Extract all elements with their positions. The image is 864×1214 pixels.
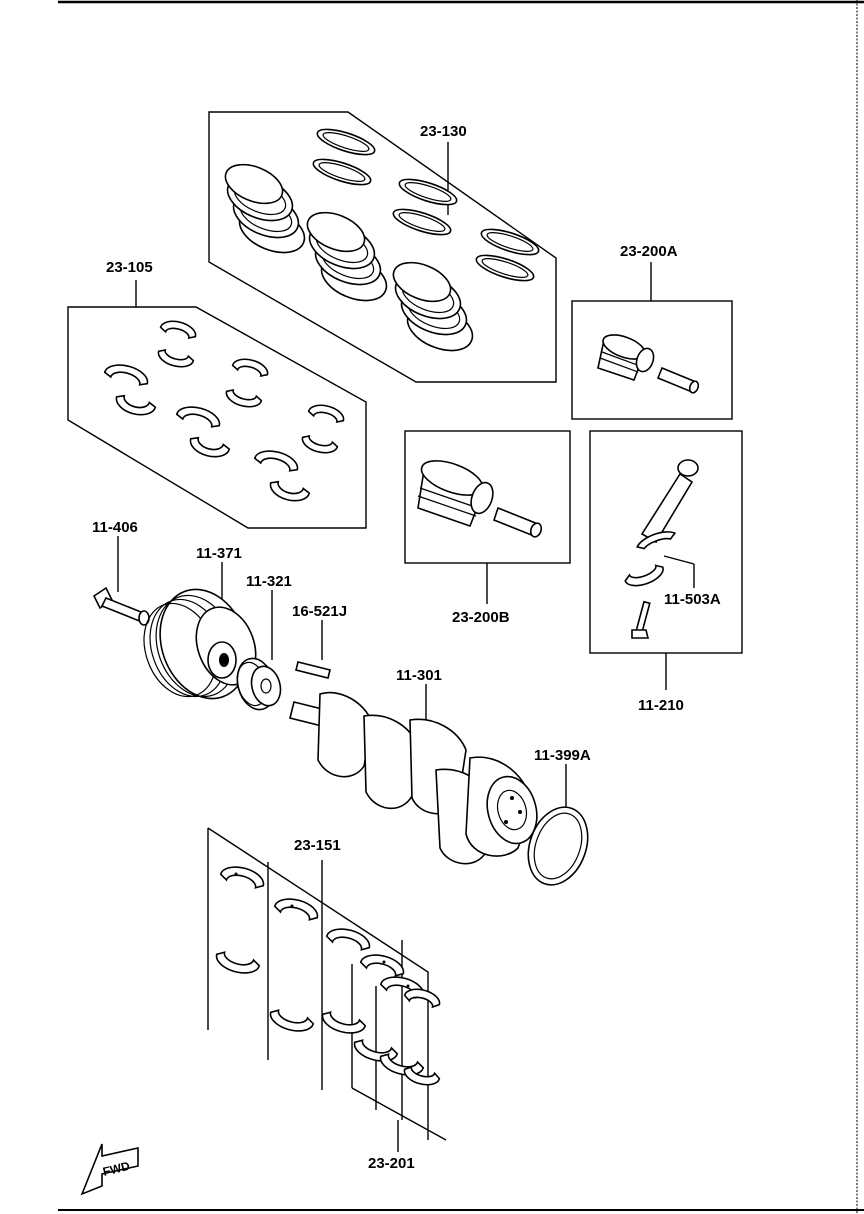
- crankshaft-group[interactable]: 11-301: [289, 667, 544, 865]
- label-rings[interactable]: 23-130: [420, 123, 467, 140]
- thrust-bearings-group[interactable]: 23-151: [207, 827, 447, 1141]
- label-pulley[interactable]: 11-371: [196, 545, 242, 562]
- label-oil-seal[interactable]: 11-399A: [534, 747, 591, 764]
- timing-sprocket-group[interactable]: 11-321: [232, 573, 292, 714]
- label-main-bearings[interactable]: 23-105: [106, 259, 153, 276]
- label-bolt[interactable]: 11-406: [92, 519, 138, 536]
- pulley-bolt-group[interactable]: 11-406: [92, 519, 150, 626]
- piston-a: [597, 334, 700, 394]
- label-sprocket[interactable]: 11-321: [246, 573, 292, 590]
- label-crankshaft[interactable]: 11-301: [396, 667, 442, 684]
- pulley-bolt: [92, 586, 150, 626]
- rear-oil-seal-group[interactable]: 11-399A: [518, 747, 598, 893]
- piston-b-group[interactable]: 23-200B: [404, 430, 571, 626]
- forward-direction-arrow: FWD: [80, 1143, 139, 1196]
- rear-oil-seal: [527, 806, 589, 886]
- label-rod-cap-bolt[interactable]: 11-503A: [664, 591, 721, 608]
- piston-a-group[interactable]: 23-200A: [571, 243, 733, 420]
- crankshaft: [289, 691, 538, 865]
- thrust-bearing-shells: [215, 866, 441, 1086]
- ring-stack-2: [306, 211, 388, 302]
- ring-stack-3: [392, 261, 474, 352]
- bearing-set-group[interactable]: 23-201: [368, 1120, 415, 1172]
- page-frame: [58, 0, 864, 1214]
- label-connecting-rod[interactable]: 11-210: [638, 697, 684, 714]
- label-piston-a[interactable]: 23-200A: [620, 243, 678, 260]
- bearing-shells: [103, 320, 345, 502]
- label-piston-b[interactable]: 23-200B: [452, 609, 510, 626]
- fwd-arrow-label: FWD: [101, 1159, 131, 1179]
- connecting-rod: [624, 459, 699, 639]
- woodruff-key-group[interactable]: 16-521J: [292, 603, 347, 679]
- main-bearings-group[interactable]: 23-105: [67, 259, 367, 529]
- connecting-rod-group[interactable]: 11-503A 11-210: [589, 430, 743, 714]
- label-key[interactable]: 16-521J: [292, 603, 347, 620]
- piston-rings-group[interactable]: 23-130: [208, 111, 557, 383]
- timing-sprocket: [236, 657, 282, 711]
- label-bearing-set[interactable]: 23-201: [368, 1155, 415, 1172]
- crank-key: [295, 661, 331, 679]
- ring-stack-1: [224, 163, 306, 254]
- label-thrust-bearings[interactable]: 23-151: [294, 837, 341, 854]
- piston-b: [417, 460, 543, 538]
